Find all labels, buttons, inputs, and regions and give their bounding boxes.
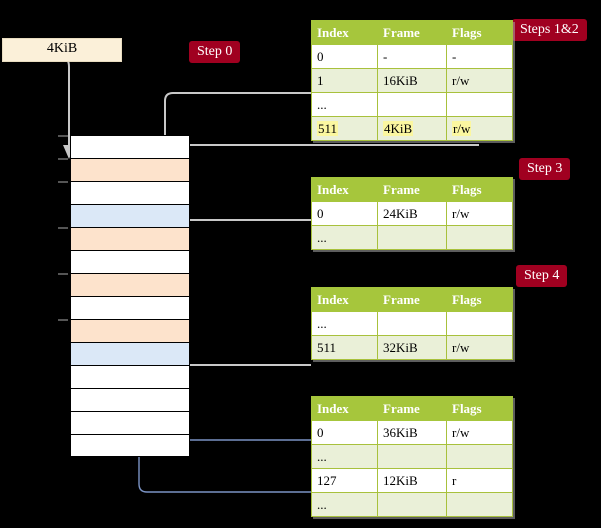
- cell-flags: r/w: [446, 201, 513, 226]
- memory-row-tick: [58, 319, 68, 321]
- cell-flags: [446, 92, 513, 117]
- cell-index: 127: [311, 468, 378, 493]
- table-row: 511 4KiB r/w: [311, 116, 513, 141]
- memory-frame-row: [70, 296, 190, 319]
- column-header-index: Index: [311, 20, 378, 45]
- cell-frame: 4KiB: [377, 116, 447, 141]
- cell-flags: r/w: [446, 335, 513, 360]
- cell-index: 511: [311, 116, 378, 141]
- cell-flags: r/w: [446, 68, 513, 93]
- cell-index: 0: [311, 420, 378, 445]
- memory-row-tick: [58, 227, 68, 229]
- memory-frame-row: [70, 250, 190, 273]
- cell-frame: [377, 225, 447, 250]
- cell-flags: -: [446, 44, 513, 69]
- source-box-label: 4KiB: [46, 41, 78, 56]
- cell-frame: [377, 311, 447, 336]
- table-row: ...: [311, 92, 513, 117]
- cell-index: ...: [311, 444, 378, 469]
- cell-index: 511: [311, 335, 378, 360]
- memory-strip: [58, 135, 190, 457]
- column-header-frame: Frame: [377, 20, 447, 45]
- column-header-index: Index: [311, 177, 378, 202]
- cell-flags: r/w: [446, 116, 513, 141]
- badge-steps-1-2: Steps 1&2: [512, 19, 587, 41]
- cell-frame: 12KiB: [377, 468, 447, 493]
- cell-flags: r: [446, 468, 513, 493]
- column-header-flags: Flags: [446, 287, 513, 312]
- badge-step-4: Step 4: [516, 265, 568, 287]
- memory-frame-row: [70, 158, 190, 181]
- column-header-frame: Frame: [377, 287, 447, 312]
- cell-index: ...: [311, 225, 378, 250]
- badge-step-3: Step 3: [519, 158, 571, 180]
- table-row: ...: [311, 225, 513, 250]
- column-header-index: Index: [311, 287, 378, 312]
- cell-frame: -: [377, 44, 447, 69]
- cell-frame: 36KiB: [377, 420, 447, 445]
- cell-index: ...: [311, 492, 378, 517]
- column-header-frame: Frame: [377, 177, 447, 202]
- table-row: ...: [311, 444, 513, 469]
- cell-flags: [446, 311, 513, 336]
- cell-index: 1: [311, 68, 378, 93]
- cell-frame: [377, 444, 447, 469]
- cell-flags: [446, 444, 513, 469]
- memory-frame-row: [70, 342, 190, 365]
- cell-index: 0: [311, 201, 378, 226]
- column-header-flags: Flags: [446, 177, 513, 202]
- highlight-mark: 4KiB: [383, 120, 414, 136]
- badge-step-0: Step 0: [189, 41, 241, 63]
- cell-index: 0: [311, 44, 378, 69]
- memory-frame-row: [70, 227, 190, 250]
- connector-pt-to-mem-b: [138, 225, 311, 493]
- connector-pdp-to-mem: [176, 219, 311, 268]
- cell-index: ...: [311, 92, 378, 117]
- cell-frame: 32KiB: [377, 335, 447, 360]
- column-header-flags: Flags: [446, 396, 513, 421]
- table-row: ...: [311, 492, 513, 517]
- memory-row-tick: [58, 273, 68, 275]
- connector-pml4-to-mem: [164, 92, 311, 145]
- memory-frame-row: [70, 411, 190, 434]
- connector-4kib-to-mem: [60, 54, 70, 145]
- source-box-4kib: 4KiB: [2, 38, 122, 62]
- highlight-mark: 511: [317, 120, 339, 136]
- column-header-index: Index: [311, 396, 378, 421]
- memory-frame-row: [70, 388, 190, 411]
- column-header-flags: Flags: [446, 20, 513, 45]
- cell-frame: [377, 492, 447, 517]
- connector-pd-to-mem-2: [176, 300, 311, 366]
- cell-frame: 24KiB: [377, 201, 447, 226]
- memory-frame-row: [70, 319, 190, 342]
- memory-row-tick: [58, 135, 68, 137]
- column-header-frame: Frame: [377, 396, 447, 421]
- highlight-mark: r/w: [452, 120, 472, 136]
- cell-flags: r/w: [446, 420, 513, 445]
- table-row: 0--: [311, 44, 513, 69]
- memory-frame-row: [70, 434, 190, 457]
- memory-row-tick: [58, 181, 68, 183]
- table-row: ...: [311, 311, 513, 336]
- cell-index: ...: [311, 311, 378, 336]
- memory-frame-row: [70, 181, 190, 204]
- cell-flags: [446, 225, 513, 250]
- cell-frame: 16KiB: [377, 68, 447, 93]
- memory-row-tick: [58, 158, 68, 160]
- memory-frame-row: [70, 135, 190, 158]
- memory-frame-row: [70, 273, 190, 296]
- cell-frame: [377, 92, 447, 117]
- memory-frame-row: [70, 204, 190, 227]
- memory-frame-row: [70, 365, 190, 388]
- cell-flags: [446, 492, 513, 517]
